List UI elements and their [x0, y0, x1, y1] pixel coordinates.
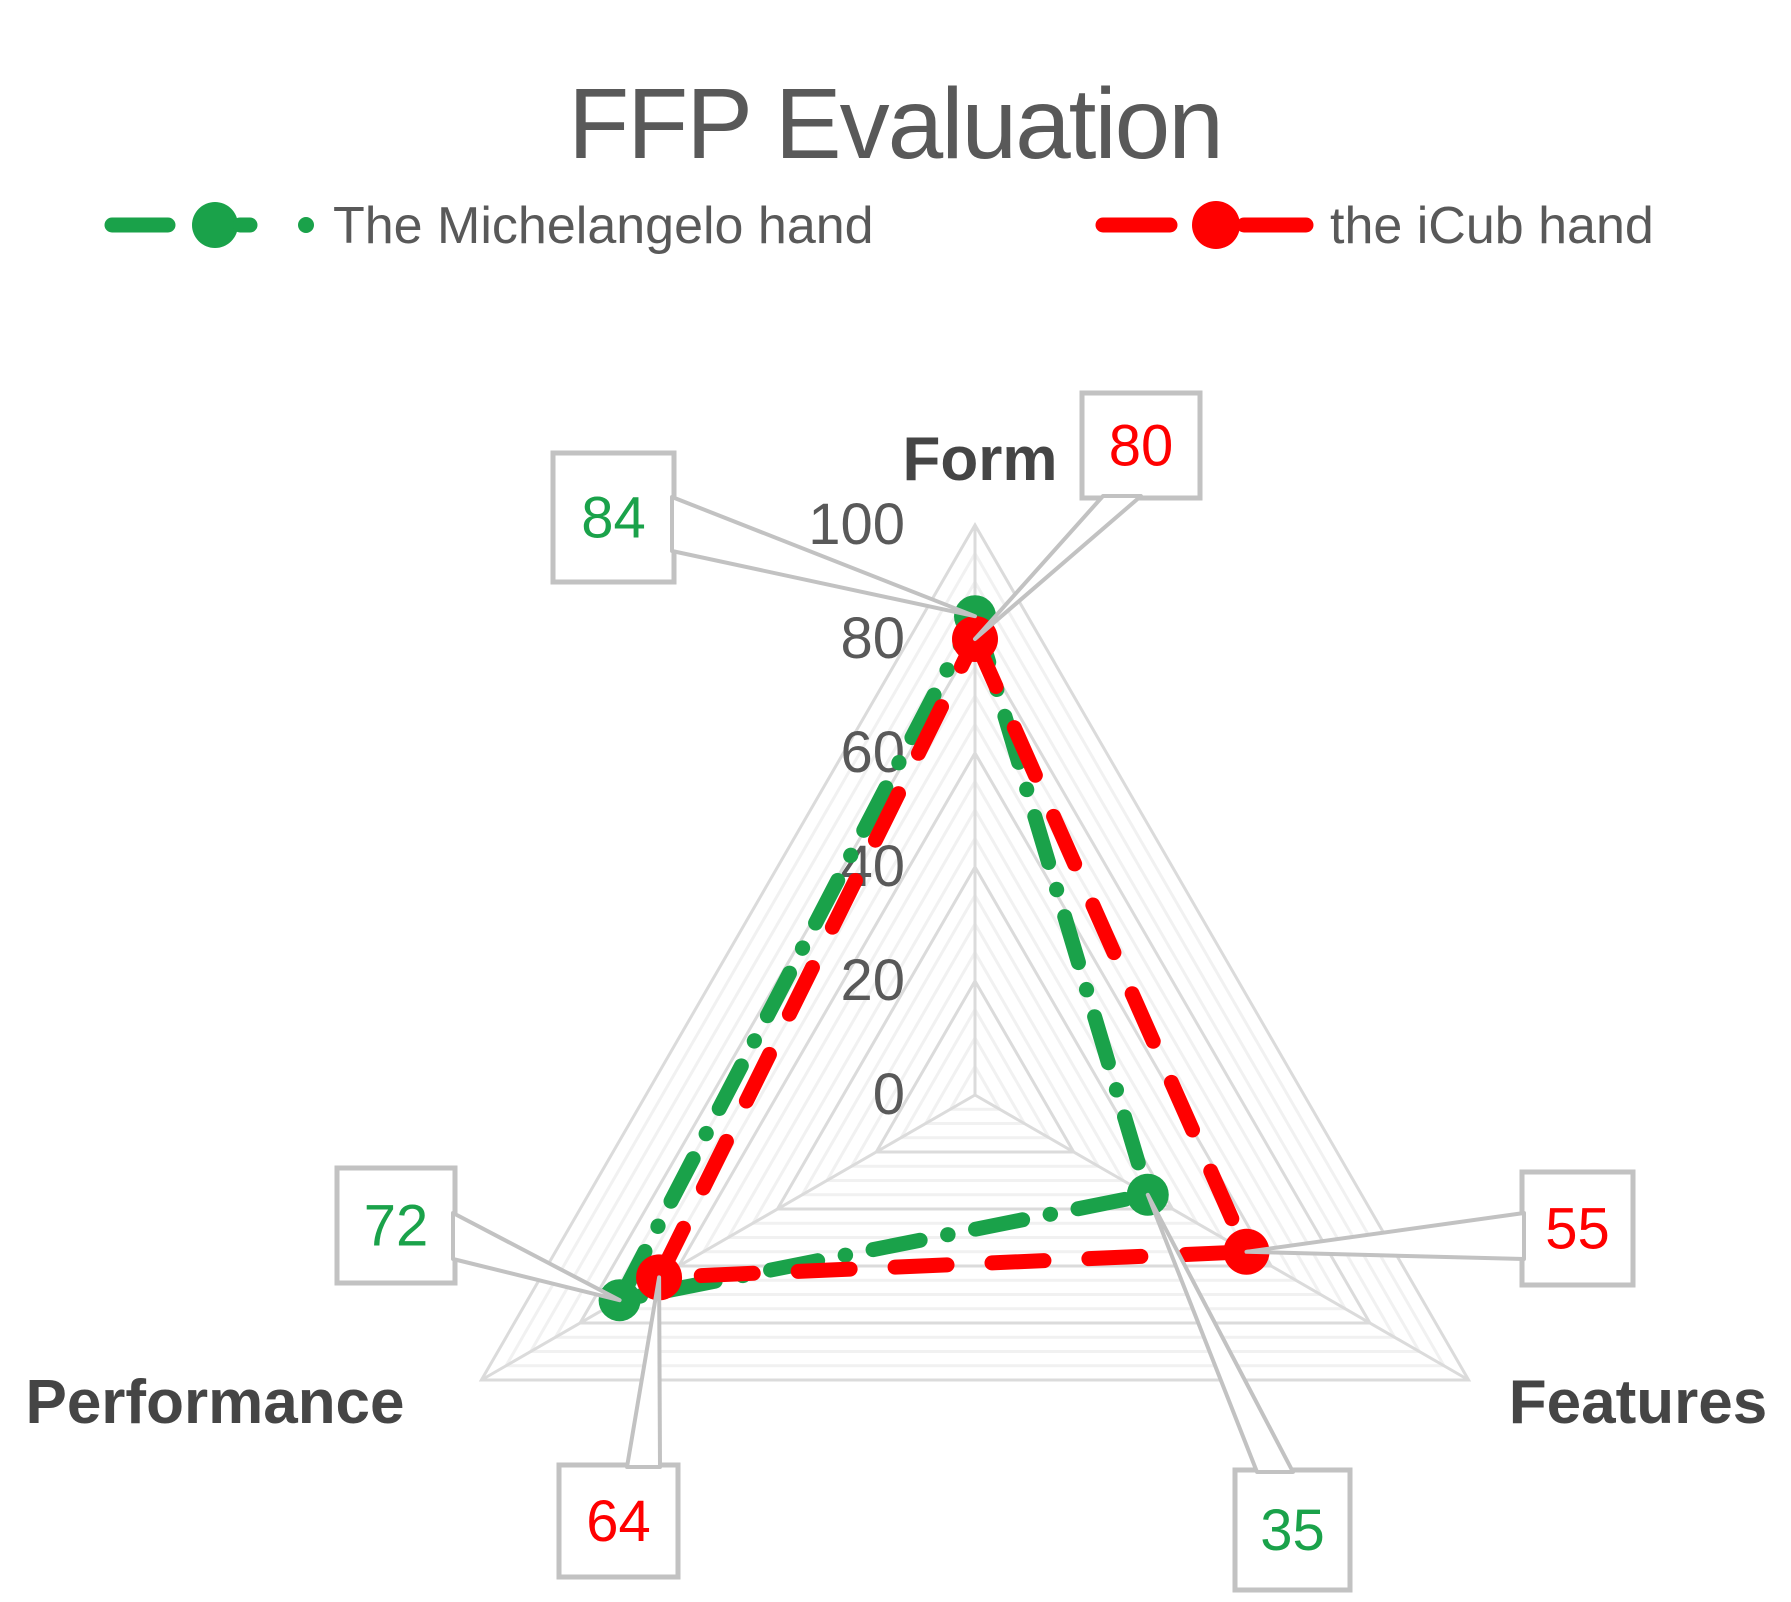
grid-triangle-minor — [923, 1035, 1027, 1125]
callout-value: 35 — [1260, 1498, 1325, 1563]
legend-michelangelo-marker-icon — [192, 202, 238, 248]
callout-box — [556, 1462, 681, 1580]
legend-michelangelo-dot-icon — [298, 217, 314, 233]
callout-leader — [973, 494, 1143, 641]
grid-triangle-minor — [552, 607, 1398, 1339]
tick-label-100: 100 — [808, 492, 905, 557]
callout-leader — [1244, 1211, 1526, 1261]
callout-80: 80 — [973, 390, 1203, 641]
grid-triangle-major — [873, 977, 1077, 1154]
callout-value: 80 — [1109, 414, 1174, 479]
axis-label-performance: Performance — [25, 1368, 404, 1437]
grid-triangle-minor — [947, 1063, 1003, 1111]
axis-label-features: Features — [1509, 1368, 1767, 1437]
axis-label-form: Form — [903, 425, 1058, 494]
legend-item-michelangelo-label: The Michelangelo hand — [333, 197, 874, 255]
callout-leader — [1145, 1192, 1295, 1474]
legend-item-icub-label: the iCub hand — [1330, 197, 1654, 255]
series-layer — [598, 595, 1270, 1322]
data-label-callouts: 84 80 72 64 55 35 — [334, 390, 1636, 1593]
axis-spoke — [480, 1093, 976, 1382]
callout-box — [334, 1165, 458, 1286]
series-line-icub — [651, 631, 1254, 1285]
grid-triangle-minor — [700, 778, 1250, 1254]
grid-triangle-minor — [528, 579, 1422, 1353]
callout-value: 55 — [1545, 1197, 1610, 1262]
grid-triangle-major — [676, 750, 1274, 1268]
grid-triangle-major — [774, 864, 1176, 1211]
callout-72: 72 — [334, 1165, 622, 1303]
grid-triangle-minor — [824, 921, 1126, 1182]
callout-84: 84 — [550, 450, 977, 619]
tick-label-80: 80 — [840, 606, 905, 671]
callout-leader — [451, 1211, 622, 1303]
callout-35: 35 — [1145, 1192, 1353, 1593]
callout-value: 64 — [586, 1489, 651, 1554]
legend: The Michelangelo hand the iCub hand — [333, 197, 1654, 255]
grid-triangle-minor — [849, 949, 1101, 1168]
legend-marker-icons — [104, 201, 1314, 249]
callout-64: 64 — [556, 1275, 681, 1580]
grid-triangle-minor — [503, 550, 1447, 1368]
grid-triangle-minor — [898, 1006, 1052, 1140]
legend-icub-marker-icon — [1192, 201, 1240, 249]
callout-value: 72 — [364, 1194, 429, 1259]
chart-title: FFP Evaluation — [568, 68, 1222, 180]
grid-triangle-minor — [799, 892, 1151, 1197]
callout-box — [550, 450, 677, 585]
tick-label-60: 60 — [840, 720, 905, 785]
axis-spoke — [974, 1093, 1470, 1382]
tick-label-0: 0 — [873, 1062, 905, 1127]
grid-triangle-major — [478, 521, 1472, 1382]
callout-55: 55 — [1244, 1169, 1636, 1288]
tick-label-20: 20 — [840, 948, 905, 1013]
callout-leader — [670, 495, 977, 619]
callout-value: 84 — [581, 486, 646, 551]
callout-leader — [625, 1275, 662, 1469]
series-line-michelangelo — [612, 608, 1156, 1308]
